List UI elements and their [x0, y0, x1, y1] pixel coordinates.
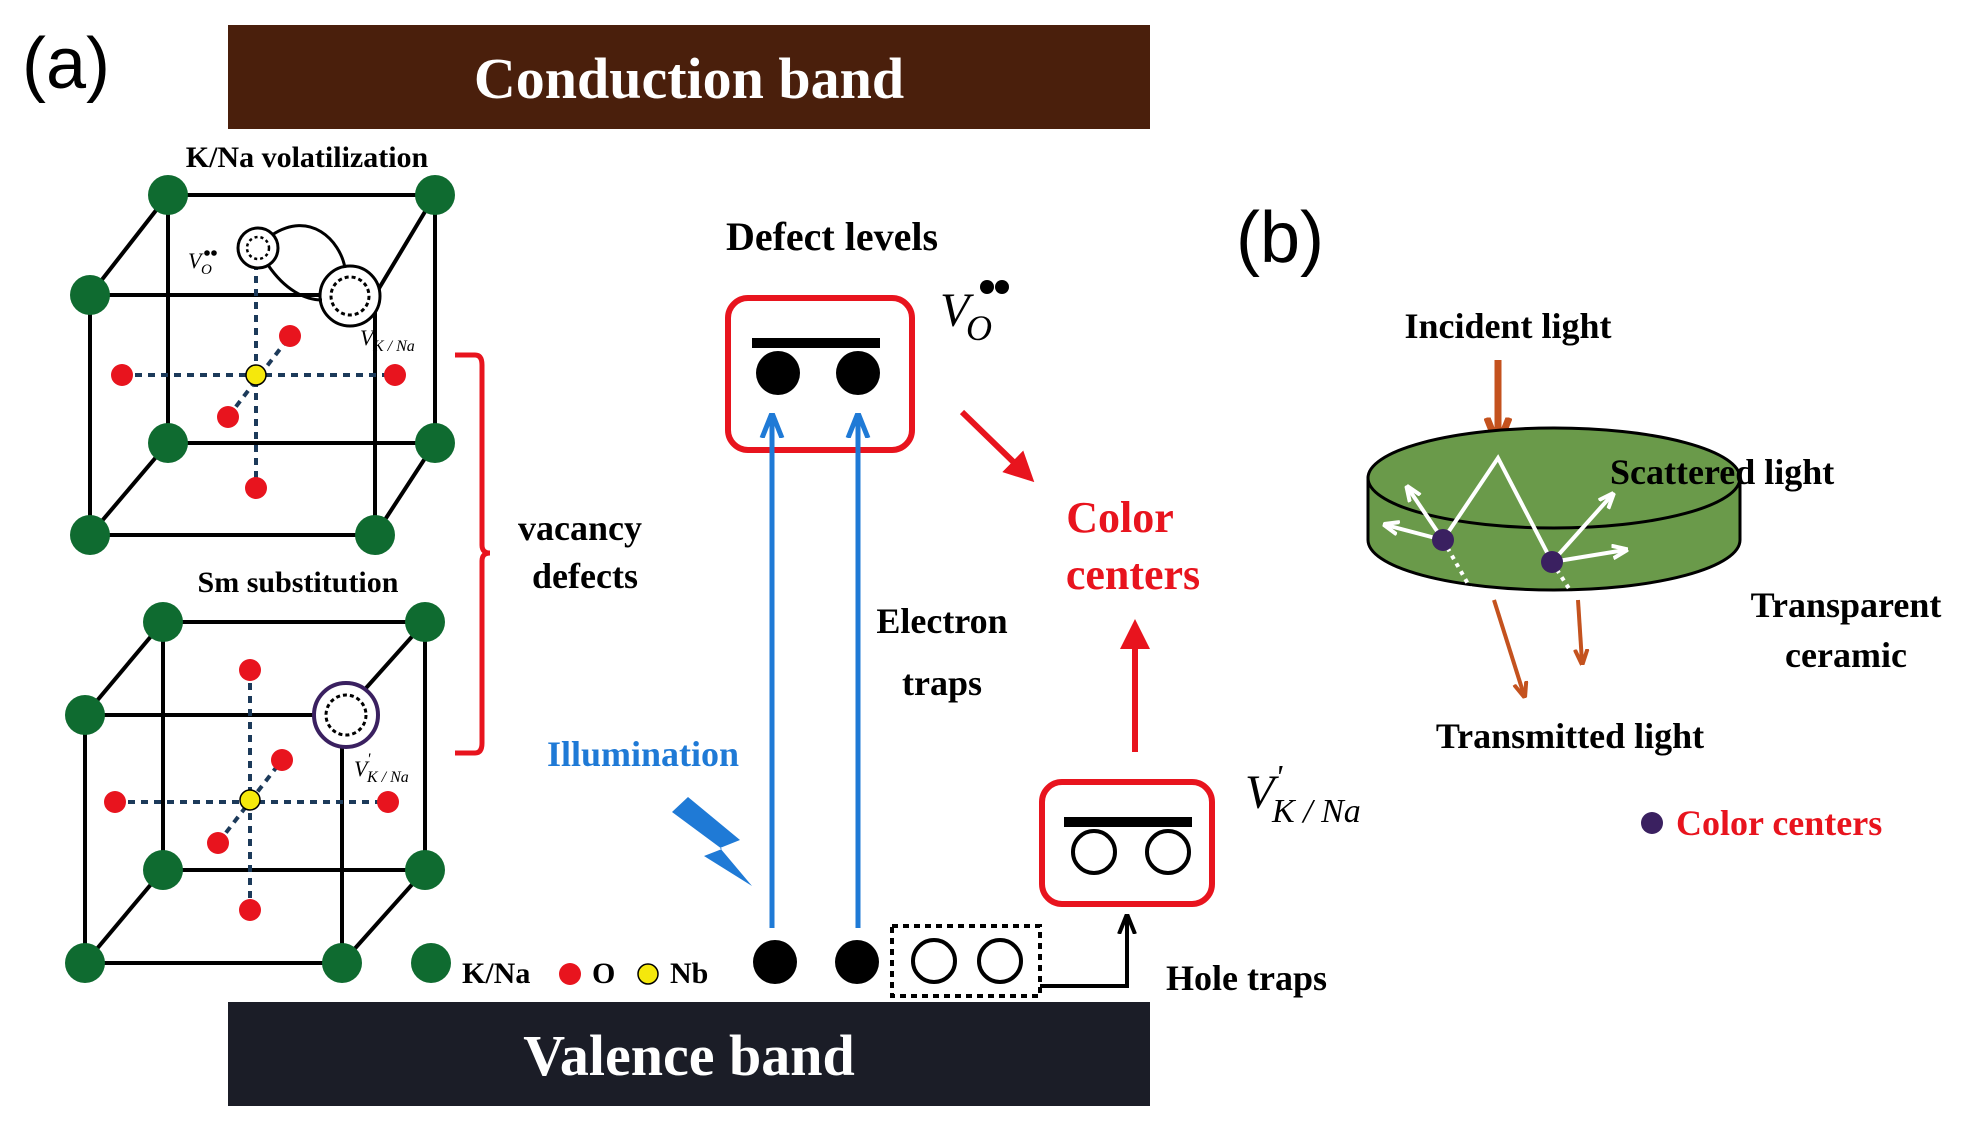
color-centers-line2: centers [1066, 550, 1200, 599]
legend-kna-label: K/Na [462, 957, 530, 990]
kna-volatilization-label: K/Na volatilization [186, 141, 429, 174]
transmitted-ray-1 [1492, 599, 1524, 695]
color-centers-legend-label: Color centers [1676, 803, 1882, 843]
transmitted-light-label: Transmitted light [1436, 716, 1704, 756]
cube2-vk-symbol: V [354, 756, 370, 781]
vo-trap-box [725, 295, 915, 453]
illumination-label: Illumination [547, 734, 739, 774]
legend-o-dot [559, 963, 581, 985]
legend-nb-label: Nb [670, 957, 708, 990]
transparent-ceramic-line1: Transparent [1751, 585, 1942, 625]
legend-o-label: O [592, 957, 615, 990]
vk-symbol-large: V ' K / Na [1245, 759, 1361, 830]
cube2-vk-sub: K / Na [366, 769, 409, 786]
hole-traps-label: Hole traps [1166, 958, 1327, 998]
color-centers-legend-dot [1641, 812, 1663, 834]
vo-symbol-large: V O [940, 280, 1009, 348]
cube1-vo-symbol: V [188, 248, 204, 273]
vk-large-prime: ' [1275, 759, 1283, 796]
electron-traps-line1: Electron [876, 601, 1007, 641]
color-center-dot-2 [1541, 551, 1563, 573]
vacancy-brace [455, 352, 491, 756]
valence-band: Valence band [228, 1002, 1150, 1106]
color-center-dot-1 [1432, 529, 1454, 551]
vo-large-v: V [940, 284, 974, 337]
vacancy-defects-line2: defects [532, 556, 638, 596]
incident-light-label: Incident light [1404, 306, 1611, 346]
electron-1 [753, 940, 797, 984]
vo-large-o: O [966, 308, 992, 348]
vk-large-sub: K / Na [1271, 793, 1361, 830]
vacancy-defects-line1: vacancy [518, 508, 642, 548]
cube1-vk-sub: K / Na [372, 338, 415, 355]
conduction-band: Conduction band [228, 25, 1150, 129]
panel-b-label: (b) [1236, 198, 1324, 278]
cube1-vk-prime: ' [373, 320, 377, 337]
vo-to-color-arrow [959, 409, 1035, 483]
transmitted-ray-2 [1578, 599, 1582, 662]
valence-band-label: Valence band [523, 1023, 854, 1088]
cube1-vk-symbol: V [360, 325, 376, 350]
panel-a-label: (a) [22, 24, 110, 104]
electron-2 [835, 940, 879, 984]
scattering-rays [1386, 454, 1625, 606]
transparent-ceramic-disk [1366, 426, 1742, 592]
legend-kna-dot [411, 943, 451, 983]
defect-levels-label: Defect levels [726, 214, 938, 259]
cube1-vo-sub: O [201, 262, 212, 278]
cube-kna-volatilization: K/Na volatilization [70, 141, 455, 555]
vk-large-v: V [1245, 766, 1279, 819]
cube2-vk-prime: ' [367, 751, 371, 768]
vk-trap-box [1039, 779, 1215, 907]
sm-substitution-label: Sm substitution [198, 566, 399, 599]
lightning-icon [672, 797, 752, 886]
electron-traps-line2: traps [902, 663, 982, 703]
hole-traps-box [890, 924, 1042, 998]
scattered-light-label: Scattered light [1610, 452, 1834, 492]
conduction-band-label: Conduction band [474, 46, 904, 111]
legend-nb-dot [637, 963, 659, 985]
transparent-ceramic-line2: ceramic [1785, 635, 1907, 675]
color-centers-line1: Color [1066, 493, 1174, 542]
cube-sm-substitution: Sm substitution [65, 566, 445, 983]
hole-transfer-arrow [1040, 918, 1127, 988]
atom-legend: K/Na O Nb [411, 943, 708, 990]
